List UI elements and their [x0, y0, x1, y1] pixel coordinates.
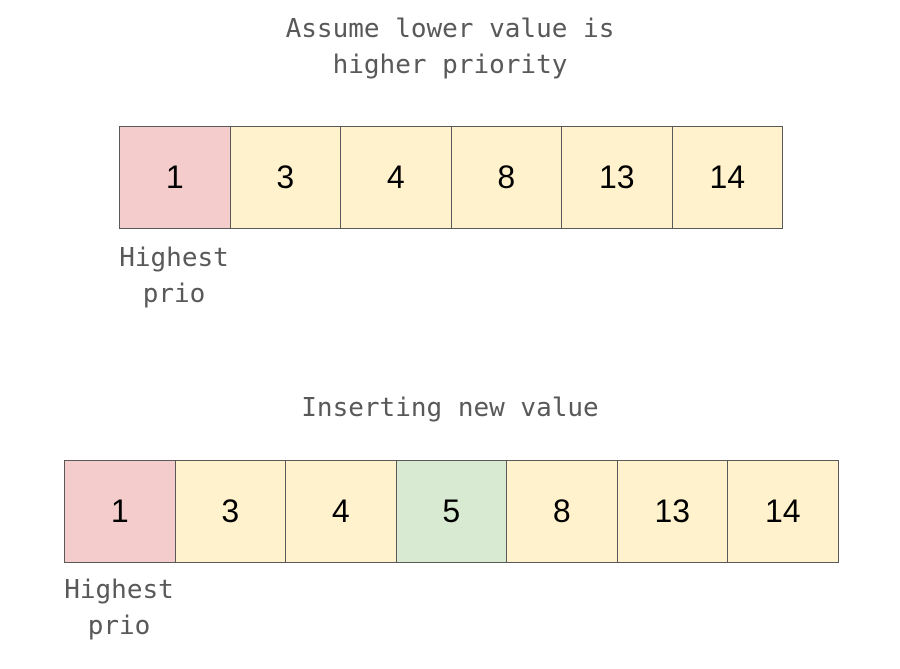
array-cell: 3 — [229, 126, 341, 229]
highest-prio-label-text: Highest prio — [64, 575, 174, 641]
array-cell: 4 — [340, 126, 452, 229]
array-cell: 13 — [616, 460, 728, 563]
bottom-title: Inserting new value — [301, 393, 599, 423]
highest-prio-label: Highest prio — [39, 572, 199, 644]
array-cell: 14 — [727, 460, 839, 563]
array-cell: 8 — [450, 126, 562, 229]
array-cell: 14 — [671, 126, 783, 229]
highest-prio-label-text: Highest prio — [119, 243, 229, 309]
highest-prio-label: Highest prio — [94, 240, 254, 312]
inserted-cell: 5 — [395, 460, 507, 563]
bottom-array: 1 3 4 5 8 13 14 — [64, 460, 839, 563]
array-cell: 4 — [285, 460, 397, 563]
array-cell: 1 — [119, 126, 231, 229]
top-array: 1 3 4 8 13 14 — [119, 126, 783, 229]
top-title: Assume lower value is higher priority — [285, 14, 615, 80]
array-cell: 13 — [561, 126, 673, 229]
array-cell: 1 — [64, 460, 176, 563]
array-cell: 3 — [174, 460, 286, 563]
array-cell: 8 — [506, 460, 618, 563]
